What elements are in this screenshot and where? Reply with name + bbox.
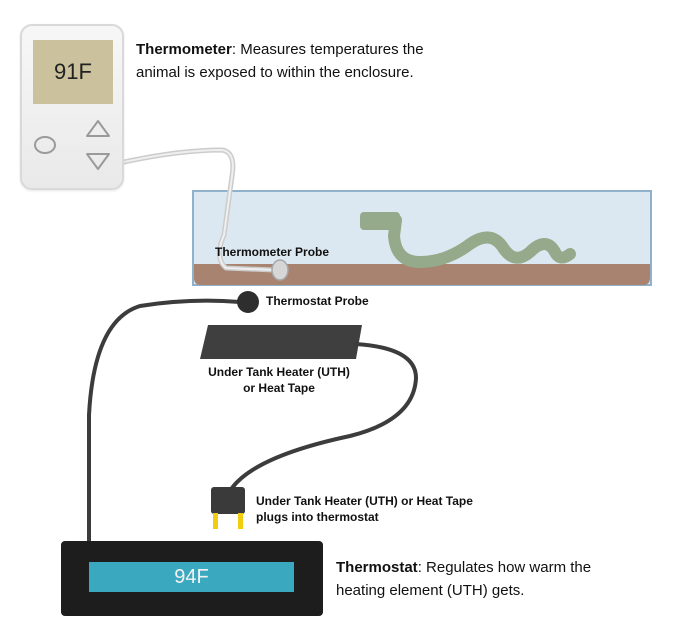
thermostat-probe-cable xyxy=(87,298,242,547)
uth-label-line1: Under Tank Heater (UTH) xyxy=(208,365,350,379)
uth-pad xyxy=(200,325,362,359)
thermostat-device: 94F xyxy=(61,541,323,616)
uth-cable xyxy=(230,342,418,490)
plug-label-line1: Under Tank Heater (UTH) or Heat Tape xyxy=(256,494,473,508)
uth-plug-body xyxy=(211,487,245,514)
thermometer-reading: 91F xyxy=(33,40,113,104)
thermometer-description-text: : Measures temperatures the animal is ex… xyxy=(136,41,424,81)
substrate-layer xyxy=(194,264,650,285)
uth-plug-prong-right xyxy=(238,513,243,529)
thermostat-probe-label: Thermostat Probe xyxy=(266,294,369,308)
thermostat-description-text: : Regulates how warm the heating element… xyxy=(336,559,592,599)
thermostat-reading: 94F xyxy=(89,562,294,592)
triangle-up-icon xyxy=(86,120,110,137)
thermostat-description: Thermostat: Regulates how warm the heati… xyxy=(336,556,636,602)
thermometer-probe-label: Thermometer Probe xyxy=(215,245,330,259)
thermometer-probe-tip xyxy=(271,259,289,281)
thermometer-description: Thermometer: Measures temperatures the a… xyxy=(136,38,436,84)
thermometer-device: 91F xyxy=(20,24,124,190)
snake-head xyxy=(360,212,400,230)
uth-plug-prong-left xyxy=(213,513,218,529)
snake-shape xyxy=(360,214,576,268)
uth-label: Under Tank Heater (UTH) or Heat Tape xyxy=(194,364,364,396)
thermostat-probe-tip xyxy=(237,291,259,313)
uth-label-line2: or Heat Tape xyxy=(243,381,315,395)
plug-label-line2: plugs into thermostat xyxy=(256,510,379,524)
thermometer-title: Thermometer xyxy=(136,41,232,58)
triangle-down-icon xyxy=(86,153,110,170)
plug-label: Under Tank Heater (UTH) or Heat Tape plu… xyxy=(256,493,506,525)
circle-button-icon xyxy=(34,136,56,154)
thermostat-title: Thermostat xyxy=(336,559,418,576)
